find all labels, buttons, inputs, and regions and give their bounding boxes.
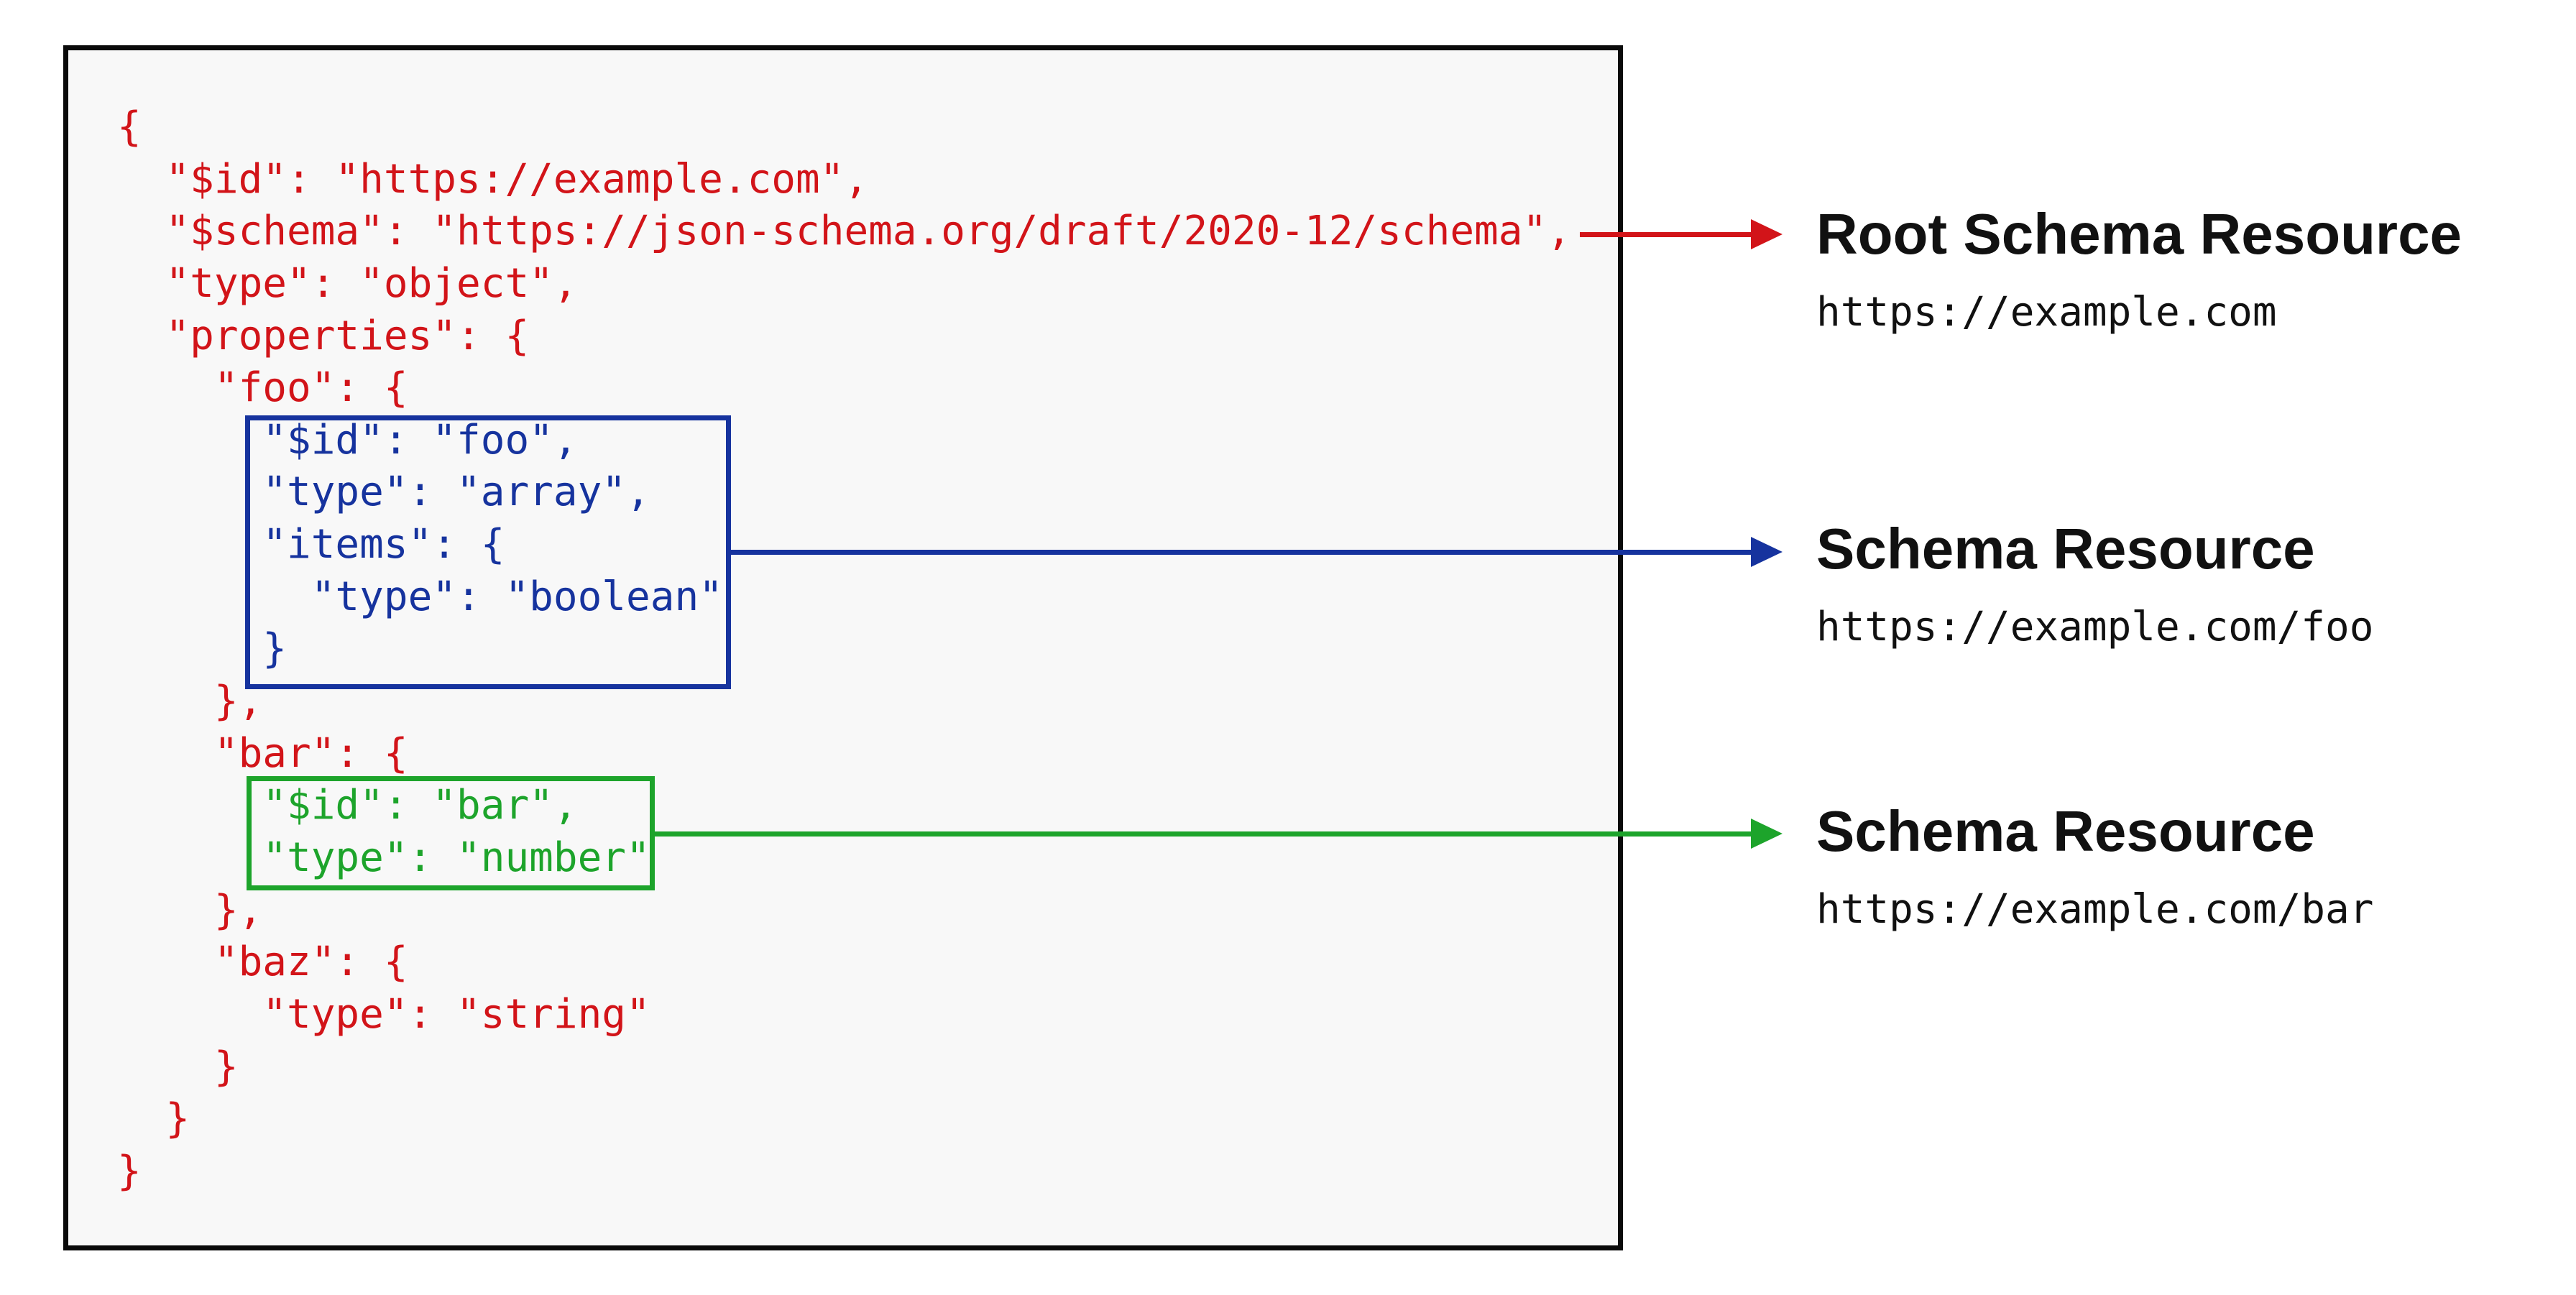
code-line: "foo": { (117, 364, 408, 412)
code-line: "type": "object", (117, 259, 578, 307)
code-line: }, (117, 886, 263, 934)
annotation-root-schema-resource: Root Schema Resource https://example.com (1816, 206, 2462, 333)
code-line: "type": "string" (117, 990, 650, 1038)
code-line: } (117, 1043, 239, 1090)
annotation-title: Schema Resource (1816, 799, 2315, 863)
right-arrowhead-icon (1751, 219, 1782, 249)
code-line: } (117, 625, 288, 673)
code-line: "properties": { (117, 312, 530, 359)
bar-schema-arrow-line (653, 831, 1752, 837)
annotation-url: https://example.com (1816, 289, 2277, 336)
code-line: "type": "number" (117, 834, 650, 881)
code-line: "$id": "foo", (117, 416, 578, 464)
foo-schema-arrow-line (730, 550, 1752, 555)
code-line: "baz": { (117, 939, 408, 986)
annotation-bar-schema-resource: Schema Resource https://example.com/bar (1816, 803, 2373, 930)
code-line: { (117, 103, 142, 150)
annotation-foo-schema-resource: Schema Resource https://example.com/foo (1816, 520, 2373, 648)
root-schema-arrow-line (1580, 232, 1752, 237)
annotation-url: https://example.com/bar (1816, 886, 2374, 933)
code-line: "type": "boolean" (117, 573, 723, 620)
annotation-url: https://example.com/foo (1816, 604, 2374, 650)
code-line: "$id": "https://example.com", (117, 155, 869, 203)
right-arrowhead-icon (1751, 819, 1782, 849)
code-line: "$id": "bar", (117, 782, 578, 829)
code-line: "$schema": "https://json-schema.org/draf… (117, 208, 1571, 255)
code-line: } (117, 1095, 190, 1143)
annotation-title: Schema Resource (1816, 517, 2315, 581)
code-line: "bar": { (117, 729, 408, 777)
foo-schema-resource-box (245, 415, 731, 689)
annotation-title: Root Schema Resource (1816, 202, 2462, 266)
code-line: "type": "array", (117, 469, 650, 516)
code-line: } (117, 1147, 142, 1194)
code-line: "items": { (117, 521, 505, 568)
bar-schema-resource-box (247, 776, 655, 890)
json-code: { "$id": "https://example.com", "$schema… (117, 101, 1571, 1197)
json-code-panel (63, 45, 1623, 1250)
right-arrowhead-icon (1751, 537, 1782, 567)
